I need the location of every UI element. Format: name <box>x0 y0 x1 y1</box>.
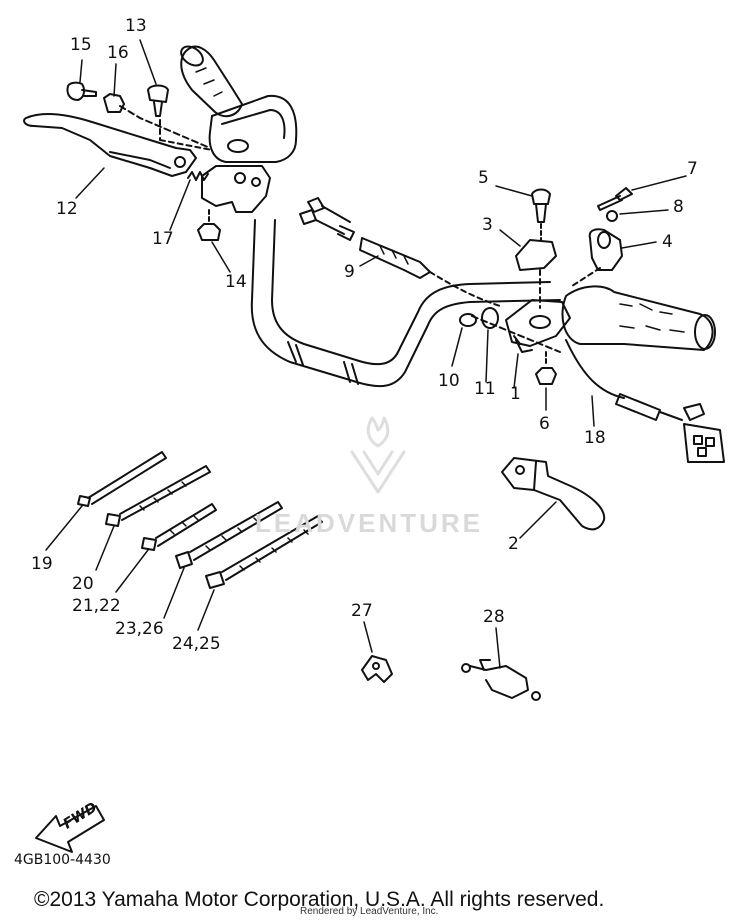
cable-tie-24 <box>205 515 323 589</box>
callout-6: 6 <box>539 414 550 434</box>
diagram-code: 4GB100-4430 <box>14 852 111 868</box>
throttle-housing <box>505 299 571 353</box>
callout-28: 28 <box>483 607 505 627</box>
callout-19: 19 <box>31 554 53 574</box>
washer-10 <box>459 313 477 327</box>
callout-23-26: 23,26 <box>115 619 164 639</box>
nut-16 <box>103 93 211 149</box>
throttle-cable <box>299 197 501 307</box>
callout-10: 10 <box>438 371 460 391</box>
bolt-13 <box>147 84 213 151</box>
callout-14: 14 <box>225 272 247 292</box>
left-grip <box>180 45 243 118</box>
washer-8 <box>606 210 618 222</box>
copyright-notice: ©2013 Yamaha Motor Corporation, U.S.A. A… <box>34 888 605 911</box>
callout-9: 9 <box>344 262 355 282</box>
nut-14 <box>197 209 221 241</box>
callout-2: 2 <box>508 534 519 554</box>
callout-12: 12 <box>56 199 78 219</box>
fwd-arrow-icon <box>35 805 105 853</box>
switch-clamp <box>571 228 623 287</box>
clamp-28 <box>461 659 541 701</box>
callout-27: 27 <box>351 601 373 621</box>
brake-lever <box>501 457 606 531</box>
handlebar <box>250 219 561 388</box>
left-switch-housing <box>208 94 298 163</box>
watermark-text: LEADVENTURE <box>255 508 484 538</box>
callout-15: 15 <box>70 35 92 55</box>
callout-24-25: 24,25 <box>172 634 221 654</box>
screw-5 <box>531 188 551 241</box>
leader-lines <box>45 39 687 669</box>
callout-3: 3 <box>482 215 493 235</box>
callout-16: 16 <box>107 43 129 63</box>
callout-8: 8 <box>673 197 684 217</box>
clutch-lever <box>23 112 197 177</box>
throttle-bracket <box>515 239 557 309</box>
callout-11: 11 <box>474 379 496 399</box>
callout-5: 5 <box>478 168 489 188</box>
bolt-15 <box>66 81 97 101</box>
callout-13: 13 <box>125 16 147 36</box>
nut-6 <box>535 351 557 385</box>
callout-18: 18 <box>584 428 606 448</box>
watermark-logo-icon <box>350 416 406 494</box>
callout-1: 1 <box>510 384 521 404</box>
washer-11 <box>481 307 499 329</box>
cable-tie-20 <box>105 465 211 527</box>
lever-holder <box>201 165 271 213</box>
callout-21-22: 21,22 <box>72 596 121 616</box>
callout-17: 17 <box>152 229 174 249</box>
cable-tie-21 <box>141 503 217 551</box>
lever-spring <box>187 171 209 181</box>
switch-wiring <box>565 339 725 463</box>
cable-tie-19 <box>77 451 167 507</box>
callout-4: 4 <box>662 232 673 252</box>
cable-tie-23 <box>175 501 283 569</box>
rendered-by-note: Rendered by LeadVenture, Inc. <box>300 906 439 917</box>
callout-7: 7 <box>687 159 698 179</box>
callout-20: 20 <box>72 574 94 594</box>
right-grip <box>561 285 716 351</box>
screw-7 <box>597 187 633 211</box>
clip-27 <box>361 655 393 683</box>
